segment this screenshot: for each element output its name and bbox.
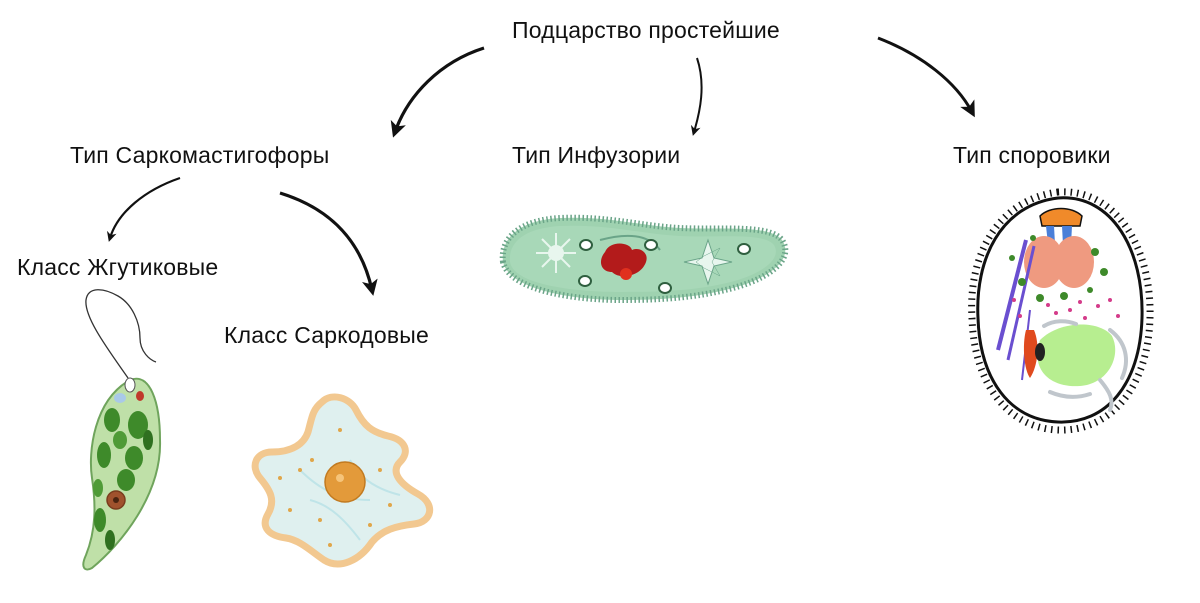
arrow-root-to-sporozoa	[877, 36, 975, 118]
type-label-sporozoa: Тип споровики	[953, 142, 1111, 168]
arrow-sarco-to-flagellates	[106, 176, 181, 242]
root-label-protozoa: Подцарство простейшие	[512, 17, 780, 43]
arrow-sarco-to-sarcodina	[279, 191, 378, 296]
class-label-flagellates: Класс Жгутиковые	[17, 254, 219, 280]
arrow-root-to-ciliates	[690, 57, 703, 136]
type-label-ciliates: Тип Инфузории	[512, 142, 681, 168]
type-label-sarcomastigophora: Тип Саркомастигофоры	[70, 142, 330, 168]
contractile-vacuole-left	[536, 233, 576, 273]
arrow-root-to-sarcomastigophora	[390, 46, 485, 138]
contractile-vacuole-right	[683, 238, 733, 286]
class-label-sarcodina: Класс Саркодовые	[224, 322, 430, 348]
paramecium-illustration	[499, 214, 789, 304]
amoeba-illustration	[251, 393, 433, 568]
sporozoan-illustration	[968, 188, 1154, 434]
euglena-illustration	[82, 289, 162, 571]
